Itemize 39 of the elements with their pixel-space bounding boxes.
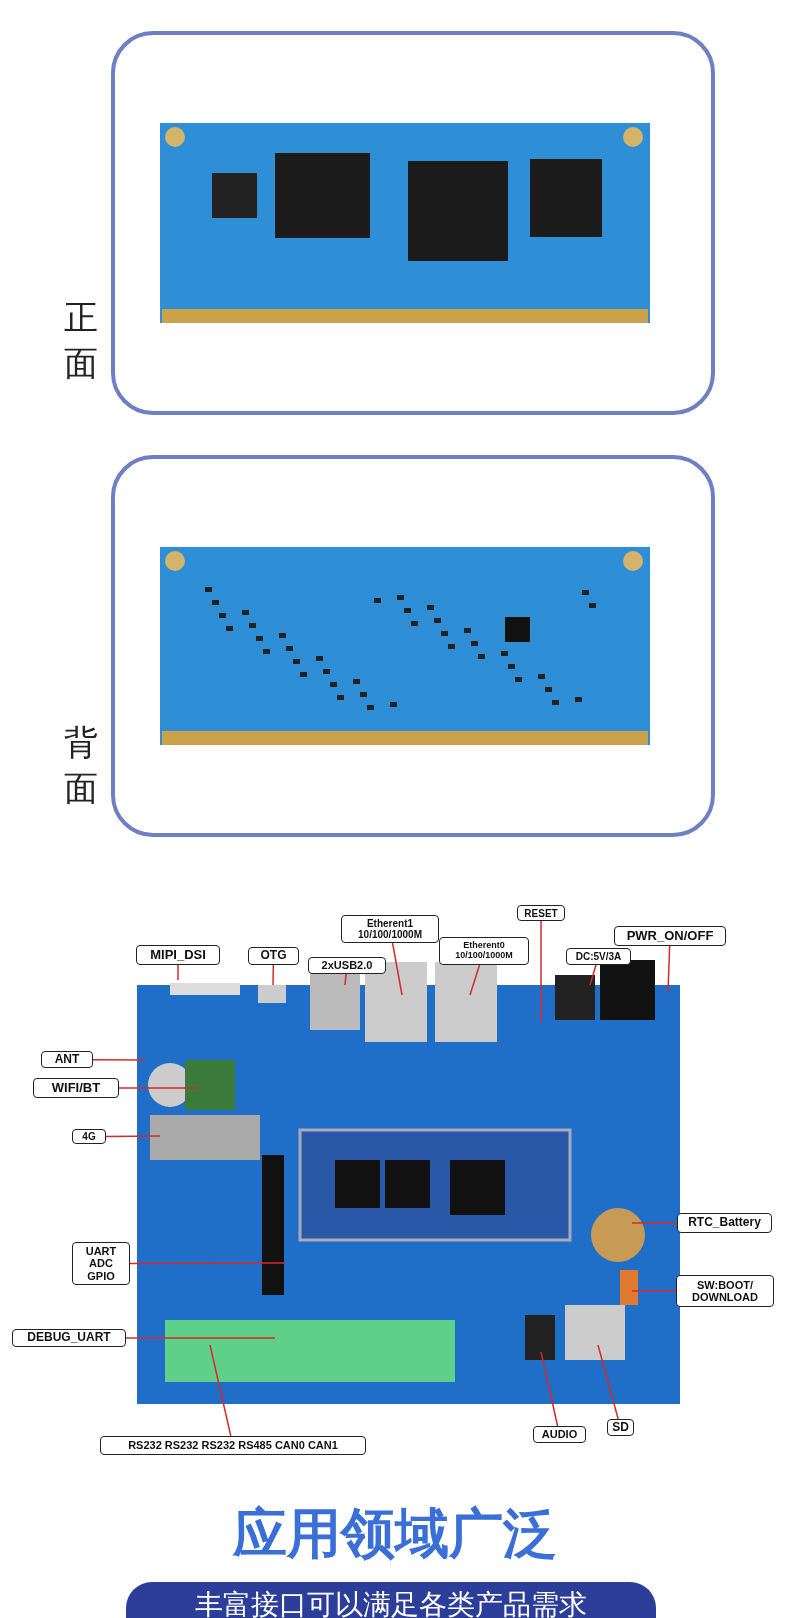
leader-line	[209, 1344, 232, 1437]
leader-line	[667, 945, 671, 993]
section-heading: 应用领域广泛	[231, 1501, 558, 1567]
callout-label: MIPI_DSI	[136, 945, 220, 965]
leader-line	[469, 964, 481, 996]
leader-line	[125, 1337, 276, 1339]
section-label: 正面	[62, 296, 99, 385]
callout-label: RESET	[517, 905, 565, 921]
callout-label: DC:5V/3A	[566, 948, 631, 965]
callout-label: Etherent1 10/100/1000M	[341, 915, 439, 943]
callout-label: RTC_Battery	[677, 1213, 772, 1233]
leader-line	[540, 920, 542, 1023]
banner: 丰富接口可以满足各类产品需求	[126, 1582, 656, 1618]
leader-line	[118, 1087, 201, 1089]
callout-label: SW:BOOT/ DOWNLOAD	[676, 1275, 774, 1307]
callout-label: DEBUG_UART	[12, 1329, 126, 1347]
callout-label: Etherent0 10/100/1000M	[439, 937, 529, 965]
leader-line	[272, 964, 275, 986]
leader-line	[129, 1262, 286, 1265]
callout-label: RS232 RS232 RS232 RS485 CAN0 CAN1	[100, 1436, 366, 1455]
leader-line	[92, 1058, 146, 1061]
leader-line	[597, 1344, 619, 1420]
leader-line	[589, 964, 597, 986]
leader-line	[631, 1222, 678, 1224]
callout-label: WIFI/BT	[33, 1078, 119, 1098]
leader-line	[105, 1135, 161, 1138]
callout-label: 2xUSB2.0	[308, 957, 386, 974]
leader-line	[344, 973, 347, 986]
callout-label: ANT	[41, 1051, 93, 1069]
callout-label: OTG	[248, 947, 299, 965]
callout-label: UART ADC GPIO	[72, 1242, 130, 1285]
callout-label: SD	[607, 1419, 634, 1437]
callout-label: PWR_ON/OFF	[614, 926, 726, 946]
leader-line	[540, 1351, 559, 1427]
callout-label: 4G	[72, 1129, 106, 1144]
leader-line	[177, 964, 179, 981]
callout-label: AUDIO	[533, 1426, 586, 1443]
section-label: 背面	[62, 721, 99, 810]
leader-line	[631, 1290, 677, 1292]
